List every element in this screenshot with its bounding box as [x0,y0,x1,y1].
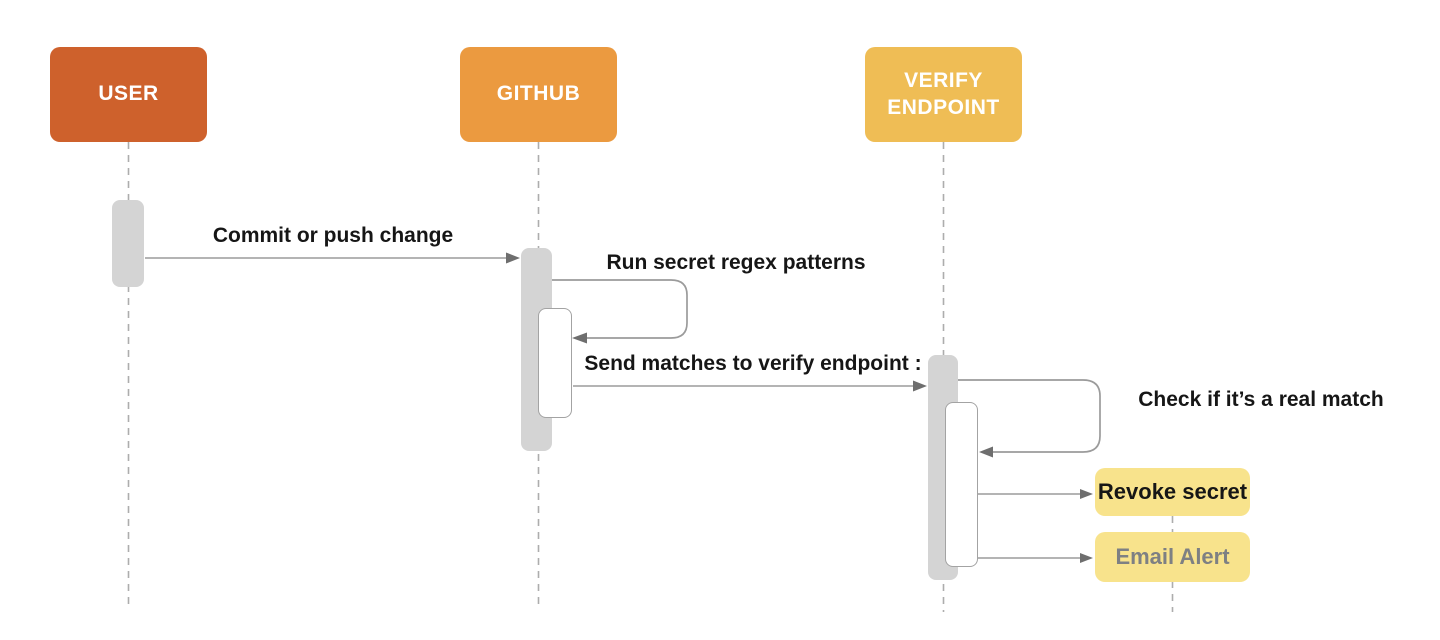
activation-bar-user [112,200,144,287]
message-label-run-regex: Run secret regex patterns [606,251,866,274]
message-label-check-real-match: Check if it’s a real match [1138,388,1384,411]
note-revoke-secret-label: Revoke secret [1097,479,1248,504]
nested-activation-github [538,308,572,418]
actor-github-label: GITHUB [496,82,581,106]
message-label-send-matches: Send matches to verify endpoint : [584,352,922,375]
actor-github-box: GITHUB [460,47,617,142]
actor-user-box: USER [50,47,207,142]
self-loop-github-head [572,332,587,344]
note-email-alert-label: Email Alert [1115,544,1230,569]
self-loop-github [552,279,688,339]
self-loop-verify-head [979,446,993,458]
message-label-commit-or-push: Commit or push change [212,224,454,247]
arrow-send-head [913,380,927,392]
actor-verify-endpoint-box: VERIFY ENDPOINT [865,47,1022,142]
actor-verify-endpoint-label: VERIFY ENDPOINT [887,69,1000,119]
arrow-revoke-head [1080,489,1093,499]
arrow-email-head [1080,553,1093,563]
self-loop-verify [958,379,1101,453]
note-revoke-secret: Revoke secret [1095,468,1250,516]
arrow-commit-head [506,252,520,264]
note-email-alert: Email Alert [1095,532,1250,582]
nested-activation-verify [945,402,978,567]
actor-user-label: USER [98,82,159,106]
